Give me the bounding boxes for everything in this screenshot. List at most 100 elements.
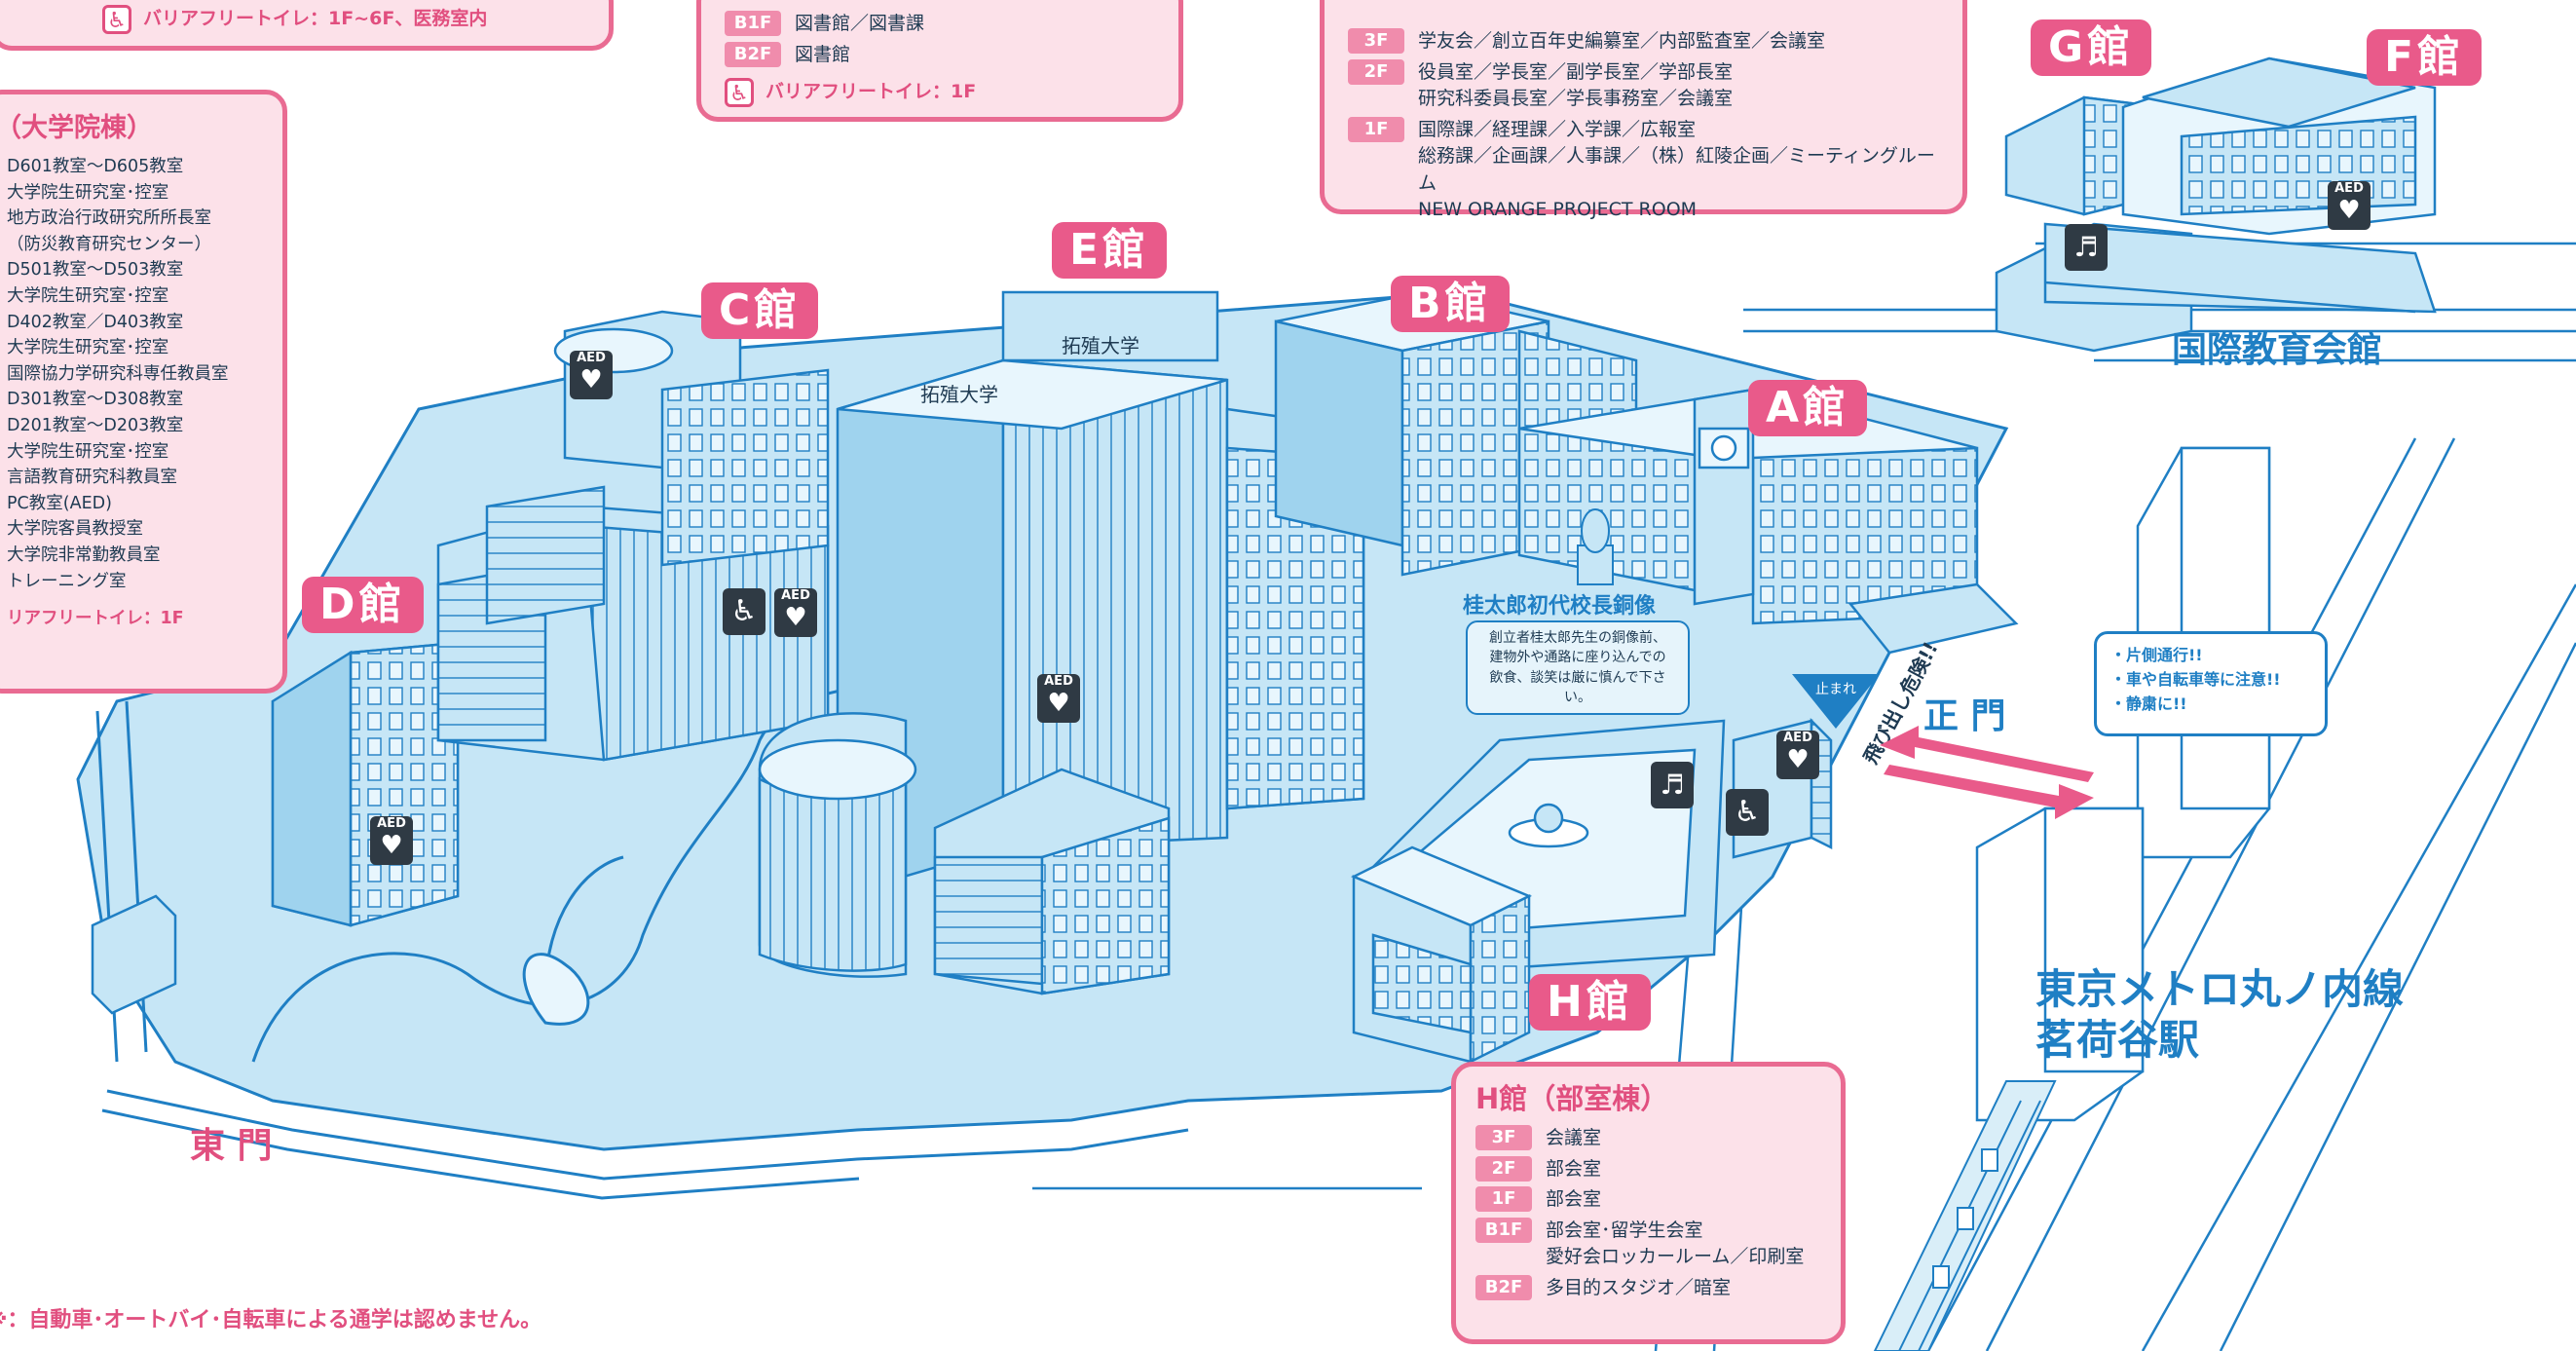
heart-icon: ♥ (1047, 689, 1070, 718)
top-left-wc-row: ♿ バリアフリートイレ：1F~6F、医務室内 (102, 5, 587, 34)
east-gate-label: 東 門 (190, 1126, 273, 1166)
d-panel-line: 大学院非常勤教員室 (7, 544, 161, 565)
label-f-building[interactable]: F館 (2367, 29, 2483, 86)
d-panel-line: 国際協力学研究科専任教員室 (7, 363, 229, 384)
wheelchair-icon-gate: ♿ (1726, 789, 1769, 836)
d-panel-wc-text: リアフリートイレ：1F (7, 609, 184, 629)
subway-train (1873, 1080, 2057, 1351)
metro-station-label: 茗荷谷駅 (2035, 1016, 2200, 1064)
floor-text: 国際課／経理課／入学課／広報室 総務課／企画課／人事課／（株）紅陵企画／ミーティ… (1418, 118, 1935, 221)
heart-icon: ♥ (784, 603, 807, 632)
footer-note: ※：自動車･オートバイ･自転車による通学は認めません。 (0, 1308, 542, 1332)
d-panel-line: D402教室／D403教室 (7, 312, 184, 332)
floor-tag: 3F (1475, 1125, 1532, 1151)
floor-tag: 2F (1475, 1155, 1532, 1182)
h-row-3f: 3F 会議室 (1475, 1125, 1821, 1152)
stairs-icon-courtyard: ♬ (1651, 762, 1694, 808)
d-building-panel: （大学院棟） D601教室～D605教室大学院生研究室･控室地方政治行政研究所所… (0, 90, 287, 694)
top-center-panel: B1F 図書館／図書課 B2F 図書館 ♿ バリアフリートイレ：1F (696, 0, 1183, 122)
c-building (436, 310, 830, 762)
wheelchair-icon-c: ♿ (723, 588, 765, 635)
signboard-text-1: 拓殖大学 (920, 383, 998, 406)
top-left-wc-text: バリアフリートイレ：1F~6F、医務室内 (143, 8, 488, 30)
top-center-row-b1f: B1F 図書館／図書課 (725, 11, 1155, 38)
heart-icon: ♥ (380, 831, 403, 860)
a-building-panel: 3F 学友会／創立百年史編纂室／内部監査室／会議室 2F 役員室／学長室／副学長… (1320, 0, 1967, 220)
metro-line-label: 東京メトロ丸ノ内線 (2035, 965, 2405, 1013)
h-building-panel: H館（部室棟） 3F 会議室 2F 部会室 1F 部会室 B1F 部会室･留学生… (1451, 1062, 1846, 1344)
aed-icon-gate: AED♥ (1776, 731, 1819, 779)
floor-tag: B1F (725, 11, 781, 36)
floor-text: 会議室 (1546, 1127, 1602, 1149)
floor-text: 部会室･留学生会室 愛好会ロッカールーム／印刷室 (1546, 1219, 1805, 1268)
heart-icon: ♥ (1786, 745, 1810, 774)
label-g-building[interactable]: G館 (2031, 19, 2152, 76)
aed-icon-e: AED♥ (1037, 674, 1080, 723)
rotunda (758, 712, 1171, 995)
label-c-building[interactable]: C館 (701, 282, 819, 339)
d-panel-line: D601教室～D605教室 (7, 157, 184, 177)
top-center-wc-row: ♿ バリアフリートイレ：1F (725, 78, 1155, 108)
statue-label: 桂太郎初代校長銅像 (1463, 594, 1657, 619)
floor-tag: 1F (1348, 116, 1404, 142)
h-panel-title: H館（部室棟） (1475, 1082, 1669, 1115)
d-panel-line: 大学院生研究室･控室 (7, 338, 169, 358)
floor-text: 部会室 (1546, 1157, 1602, 1180)
top-center-wc-text: バリアフリートイレ：1F (765, 81, 977, 103)
h-row-1f: 1F 部会室 (1475, 1186, 1821, 1214)
top-left-panel: ♿ バリアフリートイレ：1F~6F、医務室内 (0, 0, 614, 51)
floor-text: 部会室 (1546, 1188, 1602, 1211)
road-note-1: ・片側通行!! (2110, 646, 2203, 664)
d-panel-line: トレーニング室 (7, 571, 127, 591)
floor-tag: 1F (1475, 1186, 1532, 1213)
svg-text:止まれ: 止まれ (1815, 682, 1856, 697)
d-panel-line: 大学院客員教授室 (7, 519, 143, 540)
floor-text: 多目的スタジオ／暗室 (1546, 1276, 1732, 1298)
d-panel-title: （大学院棟） (0, 113, 153, 143)
d-panel-line: （防災教育研究センター） (7, 234, 211, 254)
floor-text: 図書館 (795, 43, 851, 65)
a-row-1f: 1F 国際課／経理課／入学課／広報室 総務課／企画課／人事課／（株）紅陵企画／ミ… (1348, 116, 1939, 224)
floor-text: 役員室／学長室／副学長室／学部長室 研究科委員長室／学長事務室／会議室 (1418, 60, 1734, 110)
floor-tag: B2F (1475, 1274, 1532, 1300)
d-panel-line: 言語教育研究科教員室 (7, 468, 177, 488)
wc-icon: ♿ (102, 5, 131, 34)
aed-icon-d: AED♥ (370, 816, 413, 865)
d-panel-line: D201教室～D203教室 (7, 415, 184, 435)
road-note-2: ・車や自転車等に注意!! (2110, 669, 2281, 689)
signboard-text-2: 拓殖大学 (1062, 334, 1139, 357)
road-note-3: ・静粛に!! (2110, 694, 2187, 713)
d-panel-line: PC教室(AED) (7, 493, 112, 513)
east-booth (91, 894, 177, 1015)
h-building (1350, 845, 1533, 1065)
heart-icon: ♥ (2337, 196, 2361, 225)
floor-tag: 3F (1348, 28, 1404, 54)
d-building (271, 641, 460, 927)
d-panel-line: D501教室～D503教室 (7, 260, 184, 281)
aed-icon-c2: AED♥ (774, 588, 817, 637)
heart-icon: ♥ (579, 365, 603, 394)
label-a-building[interactable]: A館 (1748, 380, 1868, 436)
d-panel-line: 地方政治行政研究所所長室 (7, 208, 211, 229)
h-row-b1f: B1F 部会室･留学生会室 愛好会ロッカールーム／印刷室 (1475, 1217, 1821, 1271)
floor-text: 学友会／創立百年史編纂室／内部監査室／会議室 (1418, 30, 1826, 52)
h-row-2f: 2F 部会室 (1475, 1155, 1821, 1183)
stop-sign: 止まれ (1792, 674, 1880, 729)
label-h-building[interactable]: H館 (1529, 974, 1651, 1031)
label-e-building[interactable]: E館 (1052, 222, 1168, 279)
a-row-3f: 3F 学友会／創立百年史編纂室／内部監査室／会議室 (1348, 28, 1939, 56)
gate-arrows (1880, 726, 2094, 819)
aed-icon-c: AED♥ (570, 351, 613, 399)
aed-icon-f: AED♥ (2328, 181, 2371, 230)
d-panel-line: D301教室～D308教室 (7, 390, 184, 410)
h-row-b2f: B2F 多目的スタジオ／暗室 (1475, 1274, 1821, 1302)
d-panel-line: 大学院生研究室･控室 (7, 286, 169, 306)
a-row-2f: 2F 役員室／学長室／副学長室／学部長室 研究科委員長室／学長事務室／会議室 (1348, 58, 1939, 113)
d-panel-wc: リアフリートイレ：1F (7, 606, 273, 632)
d-panel-line: 大学院生研究室･控室 (7, 182, 169, 203)
a-building (1517, 388, 2019, 655)
floor-tag: B1F (1475, 1217, 1532, 1243)
label-b-building[interactable]: B館 (1391, 276, 1510, 332)
road-notes: ・片側通行!! ・車や自転車等に注意!! ・静粛に!! (2094, 631, 2328, 736)
label-d-building[interactable]: D館 (302, 577, 424, 633)
